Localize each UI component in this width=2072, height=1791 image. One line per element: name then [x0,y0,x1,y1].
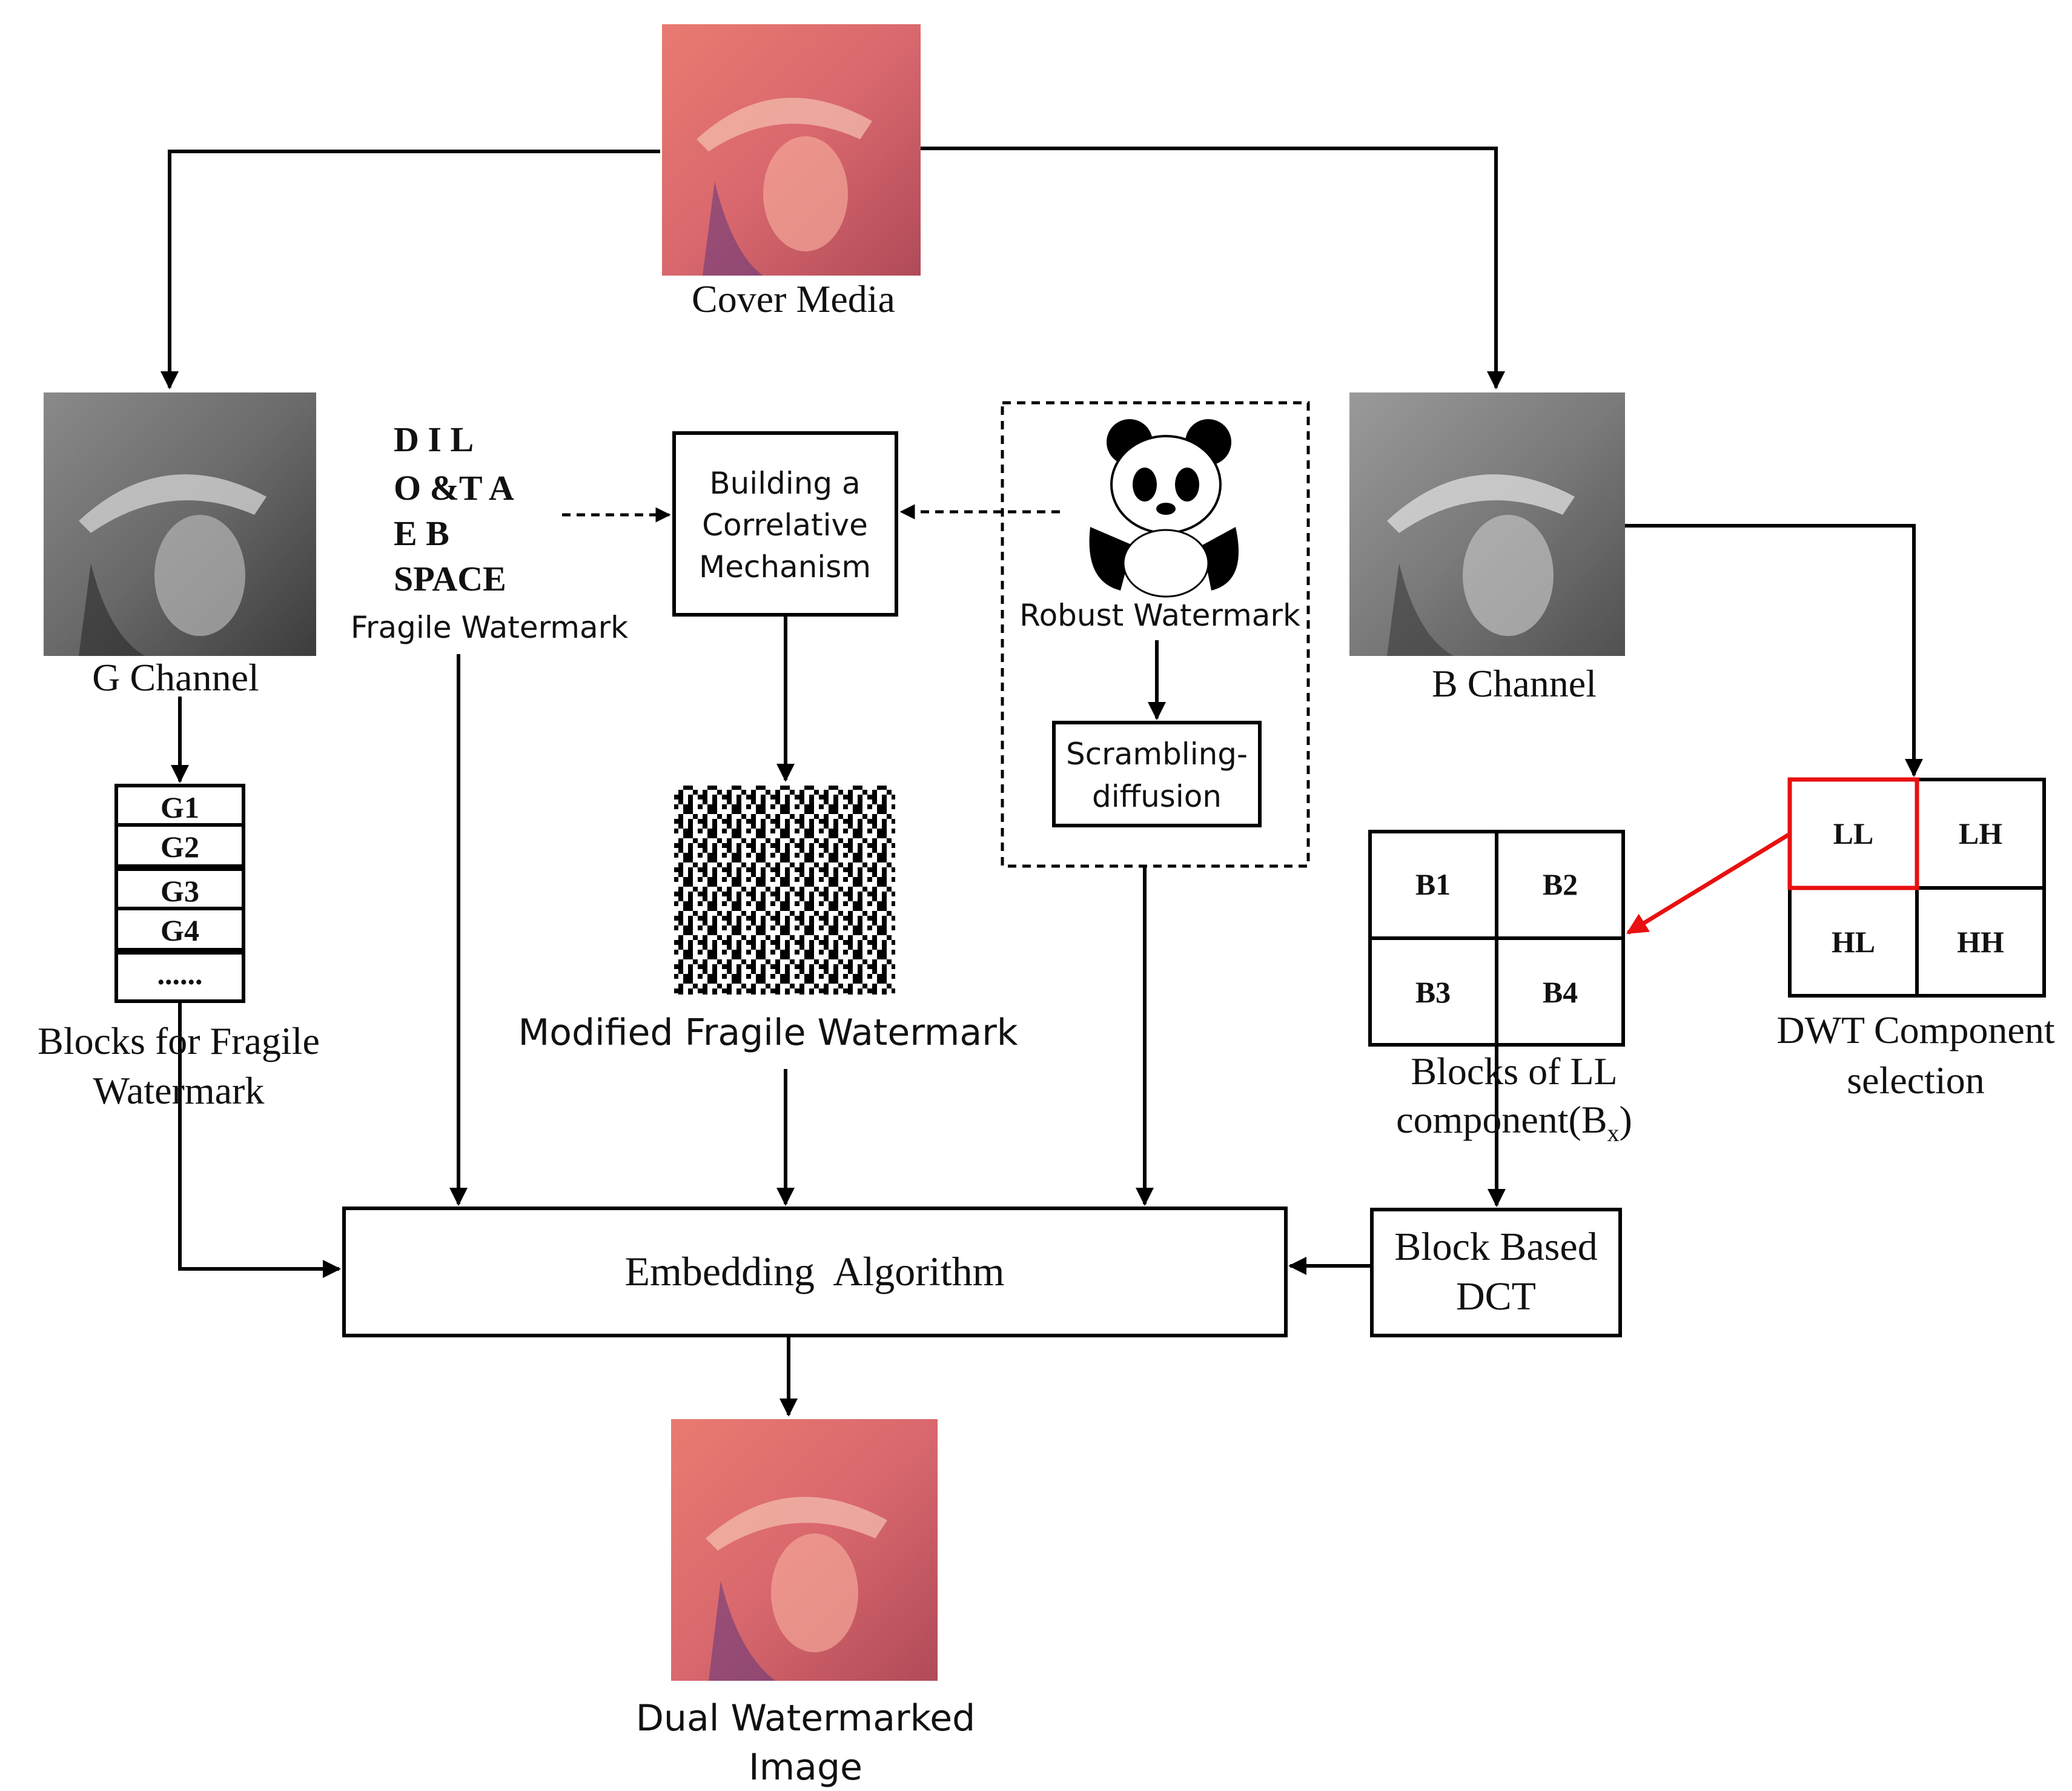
b-channel-label: B Channel [1432,662,1597,705]
fragile-watermark-label: Fragile Watermark [351,610,628,645]
arrow-blocks-to-embedding [178,1001,341,1278]
svg-text:......: ...... [157,957,203,991]
fragile-watermark-mark: D I L O &T A E B SPACE [394,420,514,598]
ll-block-b3: B3 [1415,975,1451,1009]
svg-text:G2: G2 [161,830,199,864]
dwt-cell-ll: LL [1833,816,1874,850]
ll-block-b1: B1 [1415,867,1451,901]
scrambling-diffusion-box [1052,721,1262,827]
correlative-label-2: Correlative [702,508,868,543]
embedding-algorithm-box [342,1207,1288,1337]
dwt-cell-hh: HH [1957,925,2004,959]
dwt-cell-hl: HL [1832,925,1875,959]
arrow-cover-to-b [921,147,1505,389]
correlative-mechanism-box [672,431,898,617]
b-channel-image [1349,392,1625,656]
fragile-mark-row2: O &T A [394,468,514,508]
correlative-label-1: Building a [709,466,860,501]
arrow-ll-to-blocks [1626,832,1791,935]
scrambling-label-2: diffusion [1092,779,1222,814]
g-channel-label: G Channel [92,656,259,699]
correlative-label-3: Mechanism [699,549,871,584]
scrambling-label-1: Scrambling- [1066,737,1248,772]
panda-icon [1089,419,1239,598]
robust-watermark-group [1001,401,1310,868]
g-block-4 [114,907,245,952]
dct-label-2: DCT [1456,1274,1536,1319]
blocks-fragile-label-1: Blocks for Fragile [38,1019,320,1062]
dual-label-2: Image [749,1746,862,1789]
robust-watermark-label: Robust Watermark [1019,598,1300,633]
modified-fragile-watermark-image [674,786,895,995]
dual-watermarked-image [671,1419,938,1681]
g-blocks-stack: G1 G2 G3 G4 ...... [114,784,245,1003]
blocks-ll-label-2: component(Bx) [1396,1098,1632,1147]
g-block-1 [114,784,245,827]
svg-text:G4: G4 [161,913,199,947]
dwt-grid: LL LH HL HH [1787,777,2046,998]
cover-media-image [662,24,921,276]
dwt-cell-lh: LH [1959,816,2002,850]
ll-highlight [1787,777,1919,890]
dct-label-1: Block Based [1394,1225,1597,1269]
g-channel-image [44,392,316,656]
g-block-3 [114,867,245,910]
arrow-cover-to-g [161,150,660,389]
dual-label-1: Dual Watermarked [636,1697,976,1740]
g-block-2 [114,823,245,868]
ll-block-b4: B4 [1543,975,1578,1009]
cover-media-label: Cover Media [692,277,895,320]
svg-text:G1: G1 [161,790,199,824]
blocks-ll-label-1: Blocks of LL [1411,1050,1617,1093]
fragile-mark-row1: D I L [394,420,474,459]
ll-block-b2: B2 [1543,867,1578,901]
arrow-b-to-dwt [1625,524,1923,777]
dwt-label-2: selection [1847,1059,1984,1102]
dwt-label-1: DWT Component [1776,1008,2054,1051]
block-dct-box [1370,1208,1622,1337]
g-block-more [114,951,245,1003]
modified-fragile-label: Modified Fragile Watermark [518,1011,1018,1054]
blocks-fragile-label-2: Watermark [93,1069,265,1112]
svg-text:G3: G3 [161,874,199,908]
fragile-mark-row4: SPACE [394,559,506,598]
embedding-label: Embedding Algorithm [624,1248,1004,1294]
fragile-mark-row3: E B [394,514,449,553]
